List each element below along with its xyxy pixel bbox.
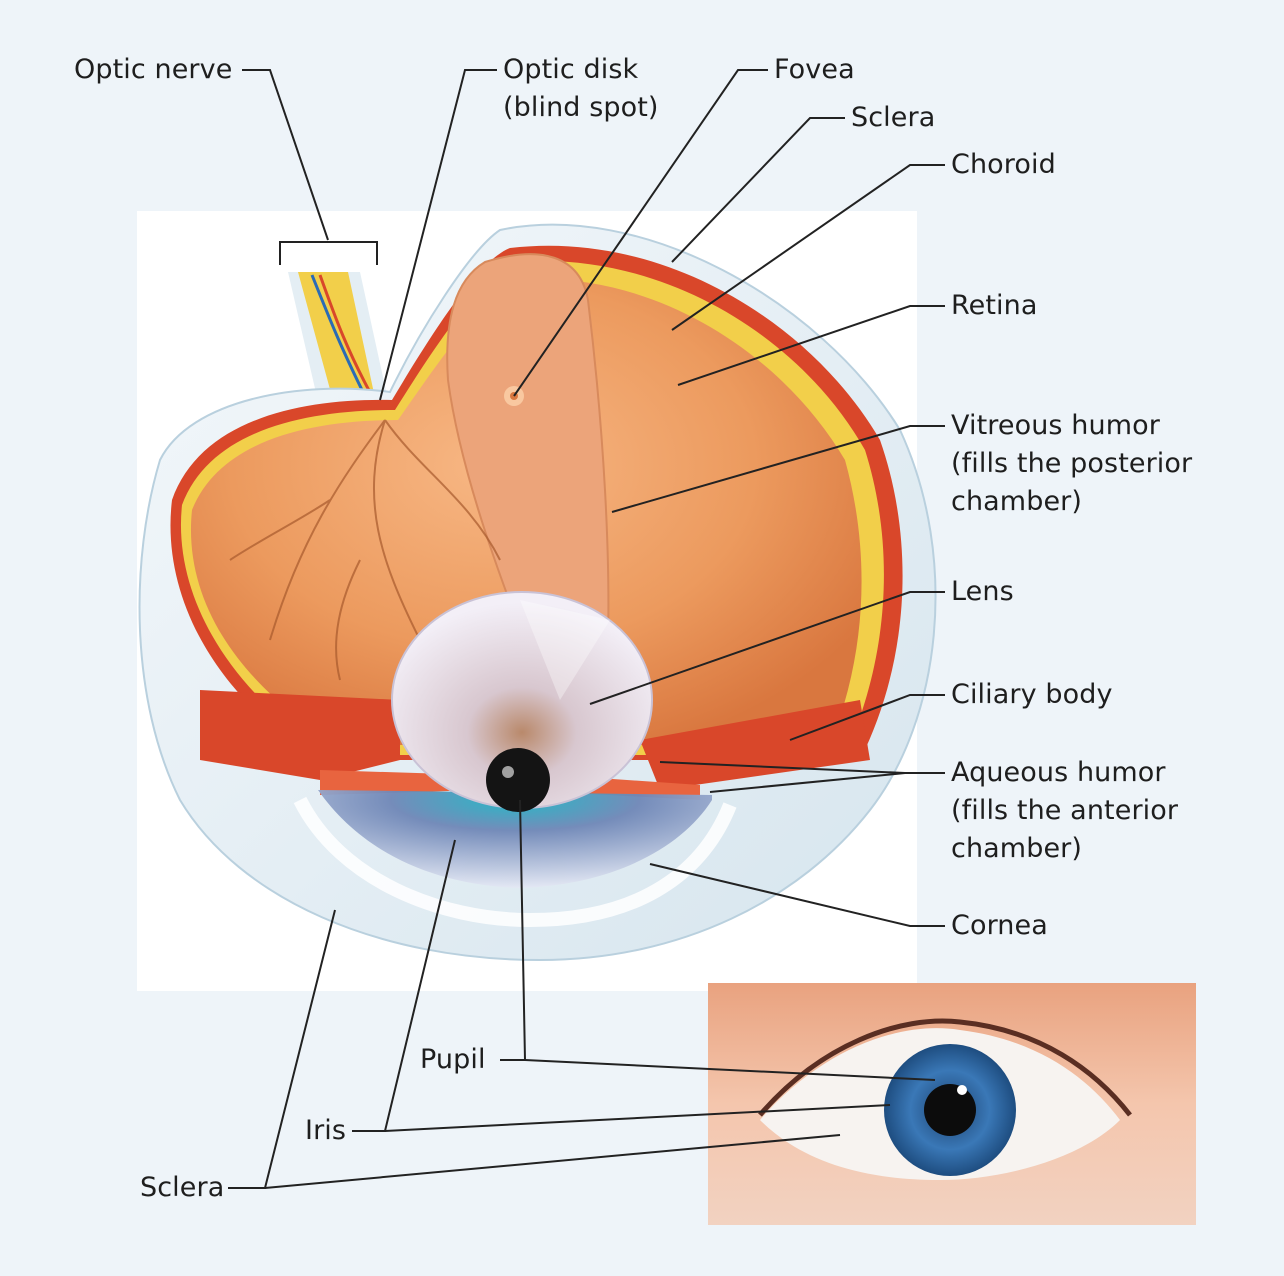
label-pupil: Pupil — [420, 1044, 486, 1075]
label-ciliary-body: Ciliary body — [951, 679, 1113, 710]
label-optic-disk: Optic disk (blind spot) — [503, 54, 659, 123]
ciliary-body-right — [640, 700, 870, 790]
label-sclera-top: Sclera — [851, 102, 936, 133]
photo-pupil — [924, 1084, 976, 1136]
retinal-vessels — [229, 419, 501, 681]
ciliary-body-left — [200, 690, 400, 780]
anterior-chamber-iris — [318, 790, 712, 888]
leader-lines — [228, 69, 945, 1189]
label-fovea: Fovea — [774, 54, 855, 85]
label-vitreous-humor: Vitreous humor (fills the posterior cham… — [951, 410, 1193, 517]
label-lens: Lens — [951, 576, 1014, 607]
photo-eyelid — [758, 1018, 1132, 1117]
pupil — [486, 748, 550, 812]
label-cornea: Cornea — [951, 910, 1048, 941]
label-iris: Iris — [305, 1115, 347, 1146]
label-aqueous-humor: Aqueous humor (fills the anterior chambe… — [951, 757, 1179, 864]
optic-nerve-vessel-blue — [310, 274, 368, 399]
label-optic-nerve: Optic nerve — [74, 54, 233, 85]
label-sclera-bottom: Sclera — [140, 1172, 225, 1203]
optic-nerve-vessel-red — [318, 274, 374, 397]
label-choroid: Choroid — [951, 149, 1056, 180]
cornea — [293, 796, 737, 928]
label-retina: Retina — [951, 290, 1038, 321]
